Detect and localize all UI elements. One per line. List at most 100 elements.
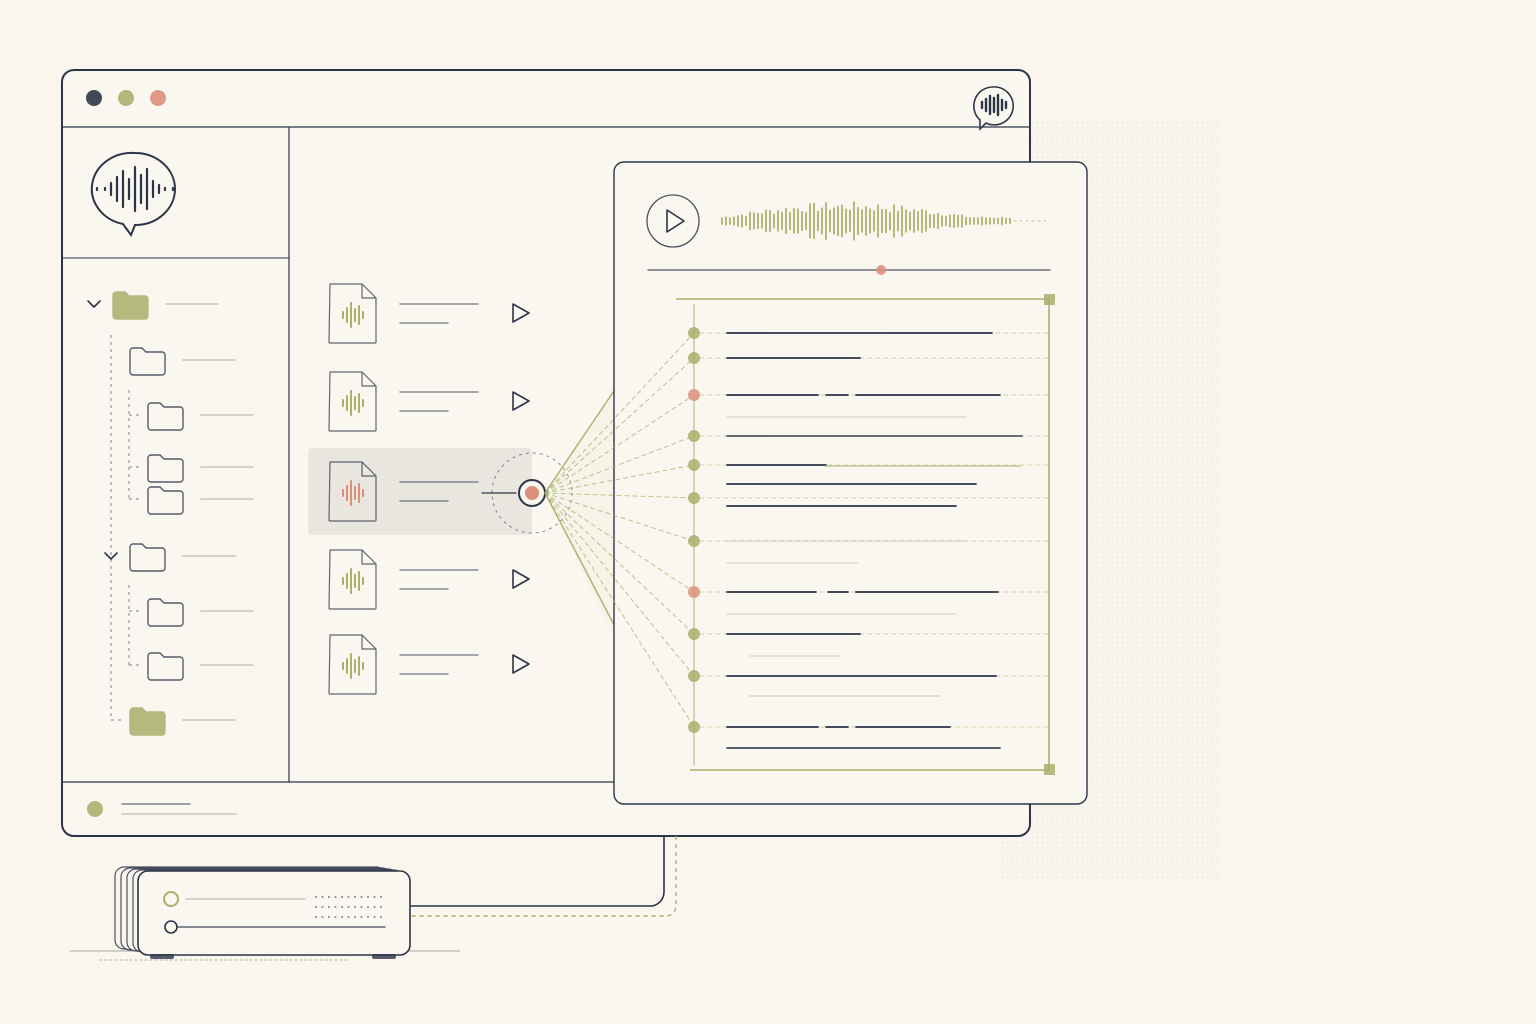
vent-dot xyxy=(360,916,363,918)
transcript-text-lines xyxy=(726,332,1023,749)
vent-dot xyxy=(380,906,382,908)
folder-outline-icon xyxy=(129,543,166,572)
zoom-button[interactable] xyxy=(150,90,166,106)
timestamp-marker[interactable] xyxy=(688,327,700,339)
vent-dot xyxy=(367,916,369,918)
vent-dot xyxy=(315,896,317,898)
vent-dot xyxy=(354,916,356,918)
audio-file-icon xyxy=(328,371,377,432)
folder-outline-icon xyxy=(129,347,166,376)
chat-waveform-icon[interactable] xyxy=(973,86,1015,131)
file-item[interactable] xyxy=(328,452,573,534)
resize-handle-bottom[interactable] xyxy=(1044,764,1055,775)
panel-frame xyxy=(613,161,1088,805)
audio-file-icon xyxy=(328,461,377,522)
vent-dot xyxy=(367,906,369,908)
vent-dot xyxy=(321,896,324,898)
tree-item[interactable] xyxy=(87,291,219,320)
play-icon[interactable] xyxy=(512,569,530,589)
close-button[interactable] xyxy=(86,90,102,106)
folder-outline-icon xyxy=(147,486,184,515)
file-item[interactable] xyxy=(328,549,530,610)
chevron-down-icon[interactable] xyxy=(87,300,101,308)
tree-item[interactable] xyxy=(129,707,236,736)
projection-ray xyxy=(544,492,695,542)
projection-ray xyxy=(544,332,695,494)
vent-dot xyxy=(360,906,363,908)
folder-tree[interactable] xyxy=(87,291,254,736)
projection-ray xyxy=(544,394,695,494)
projection-ray xyxy=(544,464,695,494)
play-icon[interactable] xyxy=(512,303,530,323)
tree-guide-line xyxy=(110,335,124,721)
minimize-button[interactable] xyxy=(118,90,134,106)
vent-dot xyxy=(315,906,317,908)
timestamp-marker[interactable] xyxy=(688,352,700,364)
vent-dot xyxy=(321,906,324,908)
device-foot xyxy=(150,954,174,959)
file-item[interactable] xyxy=(328,371,530,432)
projection-ray xyxy=(544,492,695,593)
transcript-segment[interactable] xyxy=(544,492,1049,547)
projection-ray xyxy=(544,492,695,499)
timestamp-marker[interactable] xyxy=(688,389,700,401)
vent-dot xyxy=(315,916,317,918)
transcript-border xyxy=(676,298,1050,771)
tree-item[interactable] xyxy=(129,347,236,376)
folder-outline-icon xyxy=(147,402,184,431)
resize-handle-top[interactable] xyxy=(1044,294,1055,305)
vent-dot xyxy=(360,896,363,898)
timestamp-marker[interactable] xyxy=(688,586,700,598)
tree-item[interactable] xyxy=(104,543,236,572)
window-controls[interactable] xyxy=(86,90,166,106)
play-icon[interactable] xyxy=(512,654,530,674)
vent-dot xyxy=(354,896,356,898)
tree-item[interactable] xyxy=(147,486,254,515)
audio-file-icon xyxy=(328,283,377,344)
chevron-down-icon[interactable] xyxy=(104,552,118,560)
playback-scrubber[interactable] xyxy=(647,265,1051,275)
projection-ray xyxy=(544,435,695,494)
folder-outline-icon xyxy=(147,454,184,483)
vent-dot xyxy=(321,916,324,918)
file-item[interactable] xyxy=(328,634,530,695)
tree-item[interactable] xyxy=(147,598,254,627)
vent-dot xyxy=(354,906,356,908)
transcript-segment[interactable] xyxy=(544,492,1049,504)
focus-ring xyxy=(491,452,573,534)
folder-filled-icon xyxy=(129,707,166,736)
timestamp-marker[interactable] xyxy=(688,492,700,504)
file-list[interactable] xyxy=(308,283,573,695)
vent-dot xyxy=(334,896,337,898)
timestamp-marker[interactable] xyxy=(688,628,700,640)
tree-item[interactable] xyxy=(147,652,254,681)
timestamp-marker[interactable] xyxy=(688,670,700,682)
transcript-panel xyxy=(544,161,1088,805)
drive-indicator xyxy=(164,920,178,934)
vent-dot xyxy=(334,906,337,908)
tree-item[interactable] xyxy=(147,454,254,483)
projection-ray xyxy=(544,357,695,494)
vent-dot xyxy=(328,896,330,898)
timestamp-marker[interactable] xyxy=(688,721,700,733)
projection-ray xyxy=(544,492,695,728)
scrubber-thumb[interactable] xyxy=(876,265,887,275)
play-button-ring[interactable] xyxy=(646,194,700,248)
play-icon[interactable] xyxy=(666,209,685,233)
vent-dot xyxy=(341,896,343,898)
timestamp-marker[interactable] xyxy=(688,459,700,471)
vent-dot xyxy=(347,906,350,908)
timestamp-marker[interactable] xyxy=(688,430,700,442)
timestamp-marker[interactable] xyxy=(688,535,700,547)
vent-dot xyxy=(373,916,376,918)
audio-file-icon xyxy=(328,634,377,695)
tree-item[interactable] xyxy=(147,402,254,431)
file-item[interactable] xyxy=(328,283,530,344)
vent-dot xyxy=(347,916,350,918)
folder-filled-icon xyxy=(112,291,149,320)
projection-ray xyxy=(544,492,695,635)
folder-outline-icon xyxy=(147,598,184,627)
device-front xyxy=(137,870,411,956)
play-icon[interactable] xyxy=(512,391,530,411)
audio-file-icon xyxy=(328,549,377,610)
